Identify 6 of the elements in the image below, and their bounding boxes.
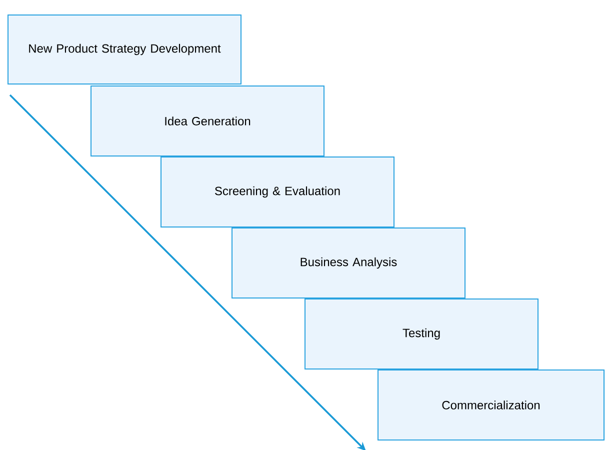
process-box: Commercialization xyxy=(378,370,604,440)
process-box: Idea Generation xyxy=(90,86,324,156)
process-box: New Product Strategy Development xyxy=(8,14,242,84)
process-box: Business Analysis xyxy=(232,228,466,298)
process-box: Screening & Evaluation xyxy=(160,156,394,228)
process-box: Testing xyxy=(304,298,538,370)
